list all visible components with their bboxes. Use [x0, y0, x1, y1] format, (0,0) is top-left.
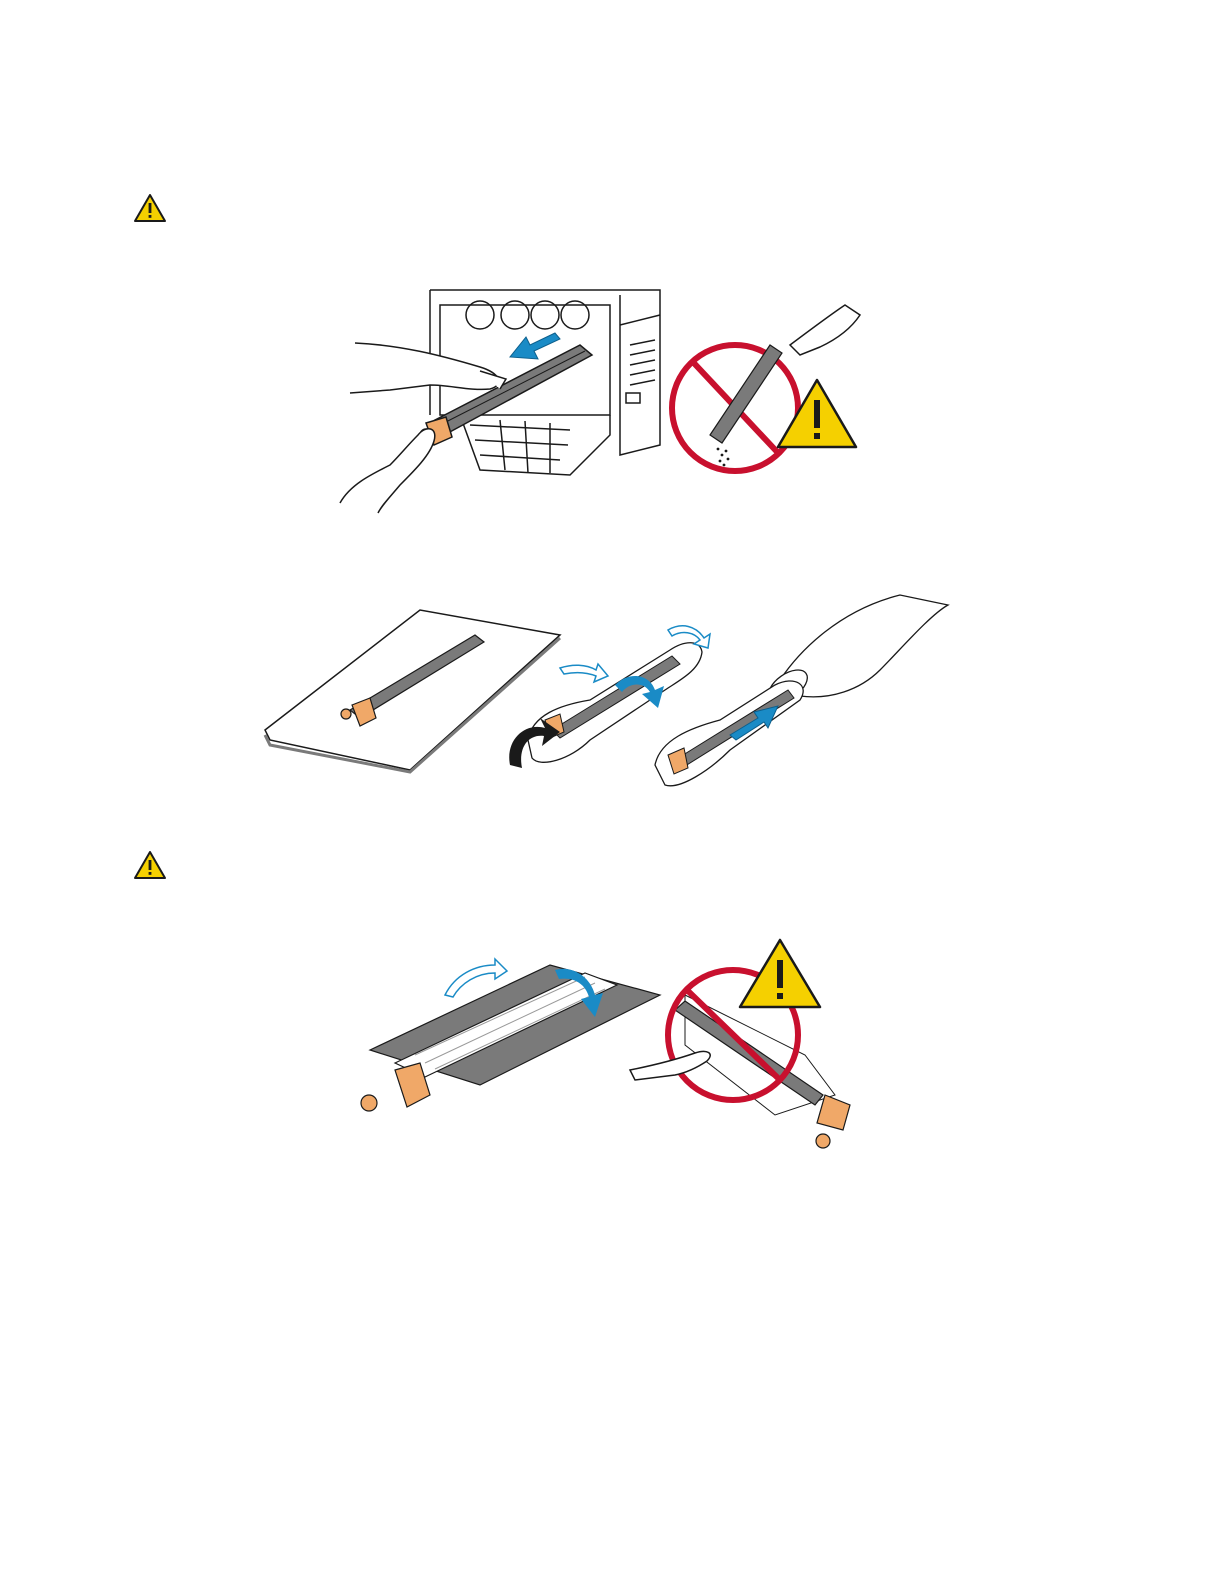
insert-into-bag: [655, 595, 948, 786]
pull-direction-arrow: [510, 333, 560, 359]
warning-triangle-icon: [133, 850, 167, 880]
warning-triangle-icon: [778, 380, 856, 447]
caution-icon-2: [133, 850, 167, 880]
unwrap-protective-sheet: [361, 959, 660, 1111]
remove-drum-from-printer-figure: [330, 285, 890, 515]
warning-triangle-icon: [133, 193, 167, 223]
caution-icon-1: [133, 193, 167, 223]
hands-illustration: [340, 343, 506, 513]
do-not-touch-drum-surface-figure: [355, 935, 865, 1160]
bag-drum-cartridge-figure: [260, 590, 950, 815]
prohibition-sign: [630, 970, 850, 1148]
